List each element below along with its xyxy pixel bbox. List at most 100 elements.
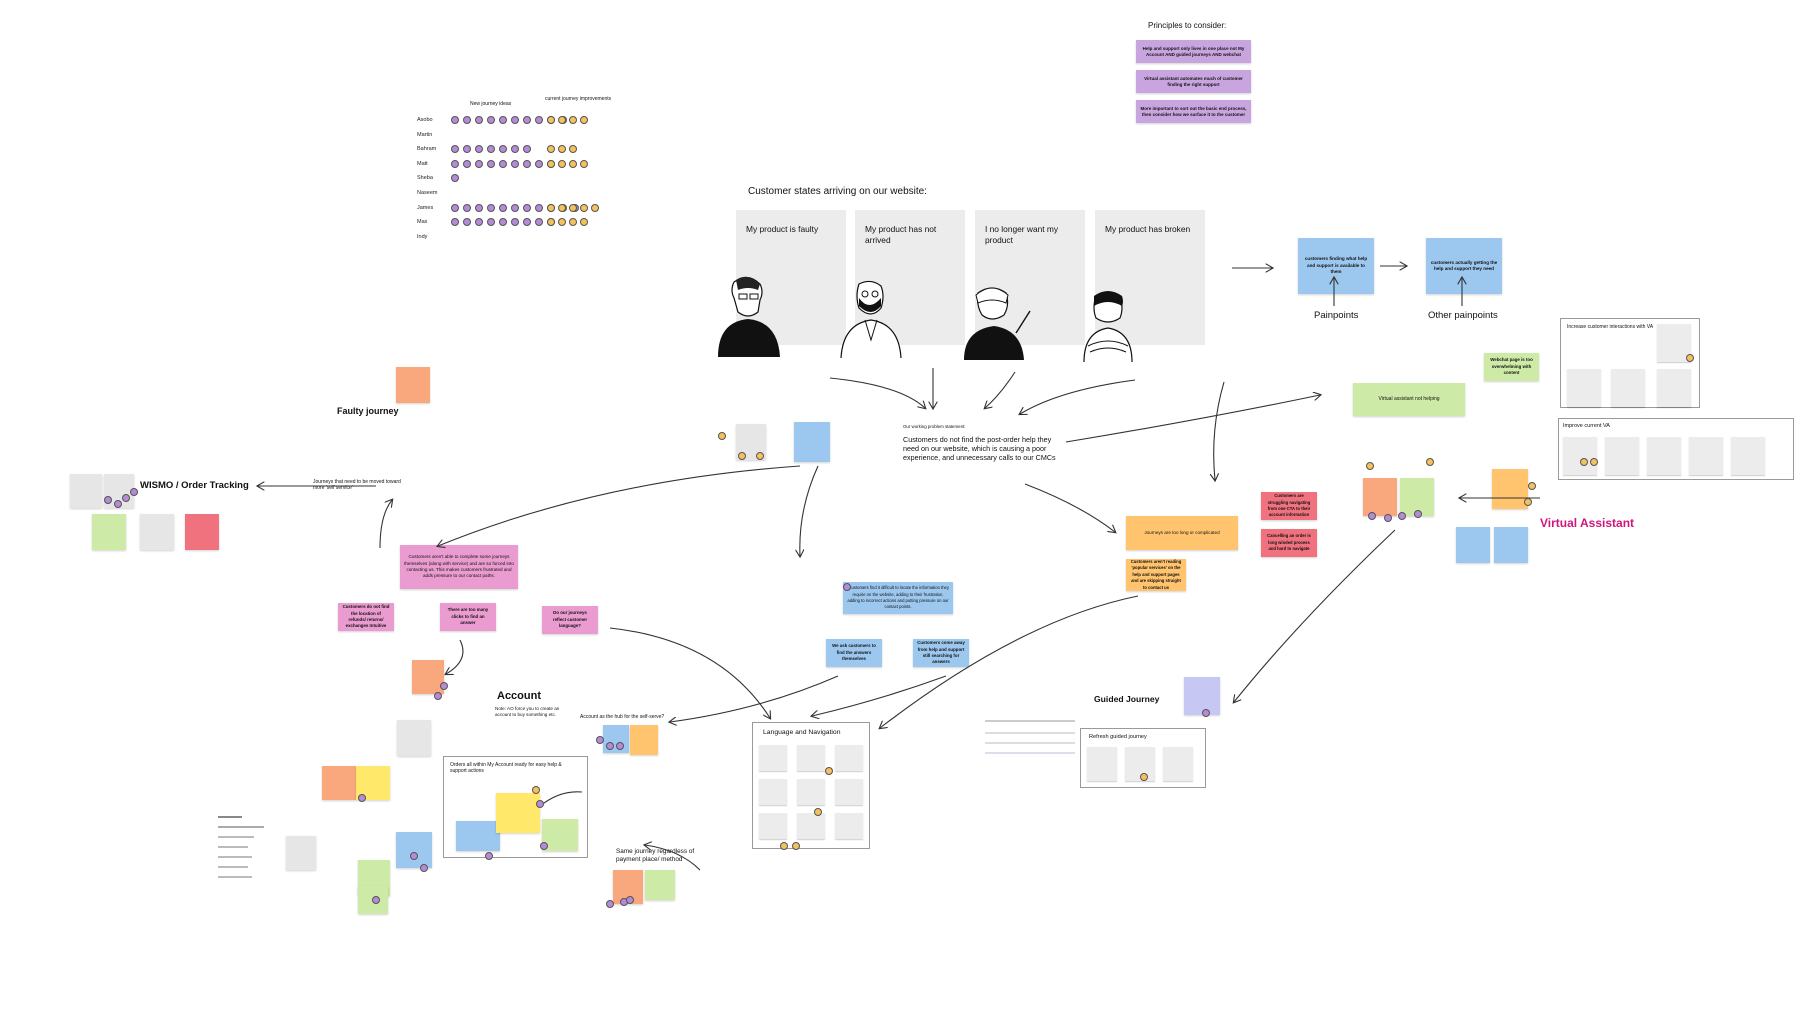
voter-name: Indy [417, 233, 428, 240]
sticky-note[interactable] [1400, 478, 1434, 516]
sticky-note[interactable] [1611, 369, 1645, 407]
sticky-note[interactable] [185, 514, 219, 550]
virtual-assistant-title: Virtual Assistant [1540, 516, 1635, 530]
blue-note-locate-info[interactable]: "Customers find it difficult to locate t… [843, 582, 953, 614]
vote-dot-new [463, 203, 471, 212]
sticky-note[interactable] [794, 422, 830, 462]
sticky-note[interactable] [1605, 437, 1639, 475]
sticky-note[interactable] [396, 367, 430, 403]
sticky-note[interactable] [1456, 527, 1490, 563]
blue-note-still-searching[interactable]: Customers come away from help and suppor… [913, 639, 969, 667]
sticky-note[interactable] [759, 745, 787, 771]
sticky-note[interactable] [1567, 369, 1601, 407]
sticky-note[interactable] [456, 821, 500, 851]
sticky-note[interactable] [1184, 677, 1220, 715]
vote-dot-current [569, 159, 577, 168]
sticky-note[interactable] [759, 779, 787, 805]
vote-dot-new [523, 218, 531, 227]
sticky-note[interactable] [92, 514, 126, 550]
vote-dot-current [558, 145, 566, 154]
vote-dot [485, 852, 493, 860]
vote-dot-current [558, 218, 566, 227]
sticky-note[interactable] [1492, 469, 1528, 509]
vote-dot [130, 488, 138, 496]
sticky-note[interactable] [1731, 437, 1765, 475]
vote-dot-new [451, 218, 459, 227]
sticky-note[interactable] [645, 870, 675, 900]
vote-dot-new [511, 203, 519, 212]
webchat-overwhelming-note[interactable]: Webchat page is too overwhelming with co… [1484, 353, 1539, 381]
vote-dot-new [475, 145, 483, 154]
principle-note-2[interactable]: Virtual assistant automates much of cust… [1136, 70, 1251, 93]
red-note-navigating[interactable]: Customers are struggling navigating from… [1261, 492, 1317, 520]
language-navigation-frame: Language and Navigation [752, 722, 870, 849]
vote-dot-new [475, 116, 483, 124]
sticky-note[interactable] [630, 725, 658, 755]
principle-note-1[interactable]: Help and support only lives in one place… [1136, 40, 1251, 63]
pink-note-refunds[interactable]: Customers do not find the location of re… [338, 603, 394, 631]
sticky-note[interactable] [835, 779, 863, 805]
person-illustration-3 [964, 287, 1031, 360]
vote-dot-current [547, 218, 555, 227]
vote-dot [114, 500, 122, 508]
sticky-note[interactable] [797, 745, 825, 771]
vote-dot-current [558, 203, 566, 212]
vote-dot-new [463, 218, 471, 227]
frame-title: Orders all within My Account ready for e… [450, 762, 562, 774]
pink-main-note[interactable]: Customers aren't able to complete some j… [400, 545, 518, 589]
sticky-note[interactable] [1363, 478, 1397, 516]
sticky-note[interactable] [1689, 437, 1723, 475]
state-card-not-arrived[interactable]: My product has not arrived [855, 210, 965, 345]
painpoint-note-getting[interactable]: customers actually getting the help and … [1426, 238, 1502, 294]
sticky-note[interactable] [286, 836, 316, 870]
vote-dot [540, 842, 548, 850]
vote-dot-current [547, 116, 555, 124]
sticky-note[interactable] [70, 474, 102, 508]
sticky-note[interactable] [1657, 369, 1691, 407]
sticky-note[interactable] [412, 660, 444, 694]
sticky-note[interactable] [797, 779, 825, 805]
sticky-note[interactable] [1163, 747, 1193, 781]
pink-note-language[interactable]: Do our journeys reflect customer languag… [542, 606, 598, 634]
vote-dot-current [558, 159, 566, 168]
vote-dot [616, 742, 624, 750]
sticky-note[interactable] [1563, 437, 1597, 475]
sticky-note[interactable] [397, 720, 431, 756]
painpoint-note-finding[interactable]: customers finding what help and support … [1298, 238, 1374, 294]
principle-note-3[interactable]: More important to sort out the basic end… [1136, 100, 1251, 123]
vote-dot [738, 452, 746, 460]
state-card-broken[interactable]: My product has broken [1095, 210, 1205, 345]
vote-dot-new [535, 116, 543, 124]
sticky-note[interactable] [140, 514, 174, 550]
vote-dot-new [451, 159, 459, 168]
va-not-helping-note[interactable]: Virtual assistant not helping [1353, 383, 1465, 416]
vote-dot-new [499, 159, 507, 168]
red-note-cancel[interactable]: Cancelling an order is long winded proce… [1261, 529, 1317, 557]
vote-dot [1414, 510, 1422, 518]
sticky-note[interactable] [1494, 527, 1528, 563]
sticky-note[interactable] [759, 813, 787, 839]
vote-dot [1580, 458, 1588, 466]
sticky-note[interactable] [1647, 437, 1681, 475]
vote-dot [420, 864, 428, 872]
pink-note-clicks[interactable]: There are too many clicks to find an ans… [440, 603, 496, 631]
sticky-note[interactable] [322, 766, 356, 800]
sticky-note[interactable] [396, 832, 432, 868]
sticky-note[interactable] [542, 819, 578, 851]
state-card-no-longer-want[interactable]: I no longer want my product [975, 210, 1085, 345]
sticky-note[interactable] [496, 793, 540, 833]
sticky-note[interactable] [797, 813, 825, 839]
sticky-note[interactable] [835, 813, 863, 839]
blue-note-ask-customers[interactable]: We ask customers to find the answers the… [826, 639, 882, 667]
vote-dot [1686, 354, 1694, 362]
customer-states-title: Customer states arriving on our website: [748, 186, 927, 197]
vote-dot-current [580, 203, 588, 212]
sticky-note[interactable] [1087, 747, 1117, 781]
vote-dot-new [463, 159, 471, 168]
orange-note-popular-services[interactable]: Customers aren't reading 'popular servic… [1126, 559, 1186, 591]
vote-dot-new [487, 116, 495, 124]
sticky-note[interactable] [1657, 324, 1691, 362]
sticky-note[interactable] [835, 745, 863, 771]
orange-note-too-long[interactable]: Journeys are too long or complicated [1126, 516, 1238, 550]
vote-dot-new [487, 145, 495, 154]
